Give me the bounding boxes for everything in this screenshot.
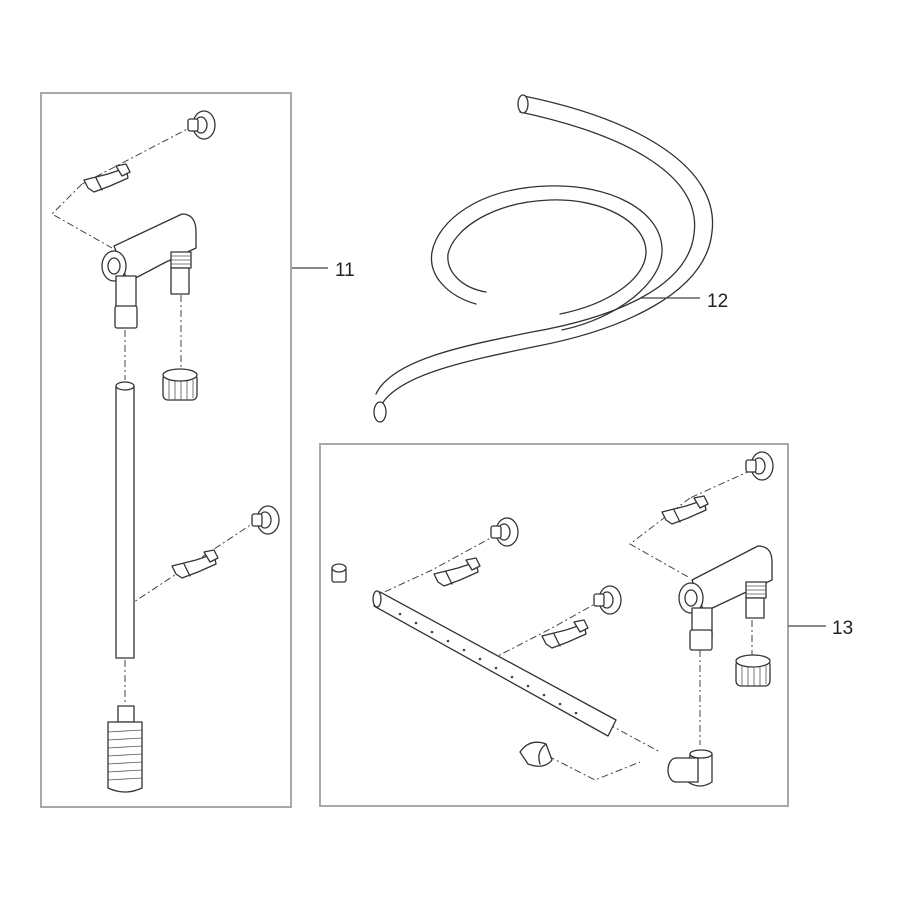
assembly-line — [547, 755, 641, 781]
outlet-elbow-pipe — [678, 545, 773, 651]
assembly-line — [689, 469, 753, 499]
group-13-frame — [319, 443, 789, 807]
outlet-elbow-pipe — [101, 213, 197, 329]
assembly-line — [493, 599, 603, 659]
suction-cup — [593, 585, 622, 615]
intake-strainer — [107, 705, 143, 793]
group-11-frame — [40, 92, 292, 808]
group-12: 12 — [373, 94, 728, 423]
clip — [541, 619, 589, 649]
assembly-line — [133, 519, 259, 603]
spray-bar — [372, 590, 617, 737]
suction-cup — [251, 505, 280, 535]
clip — [433, 557, 481, 587]
end-cap — [331, 563, 347, 583]
elbow-connector — [667, 749, 713, 787]
intake-tube — [115, 381, 135, 659]
suction-cup — [745, 451, 774, 481]
assembly-line — [51, 183, 113, 249]
nut — [735, 654, 771, 687]
nut — [162, 368, 198, 401]
clip — [661, 495, 709, 525]
assembly-line — [379, 533, 499, 595]
spray-nozzle — [519, 741, 553, 767]
callout-label-12: 12 — [707, 291, 728, 312]
group-11: 11 — [40, 92, 355, 808]
flexible-hose — [373, 94, 714, 423]
assembly-line — [81, 124, 196, 185]
callout-label-13: 13 — [832, 618, 853, 639]
clip — [171, 549, 219, 579]
clip — [83, 163, 131, 193]
assembly-line — [607, 723, 661, 753]
callout-label-11: 11 — [335, 260, 355, 281]
suction-cup — [187, 110, 216, 140]
group-13: 13 — [319, 443, 853, 807]
suction-cup — [490, 517, 519, 547]
